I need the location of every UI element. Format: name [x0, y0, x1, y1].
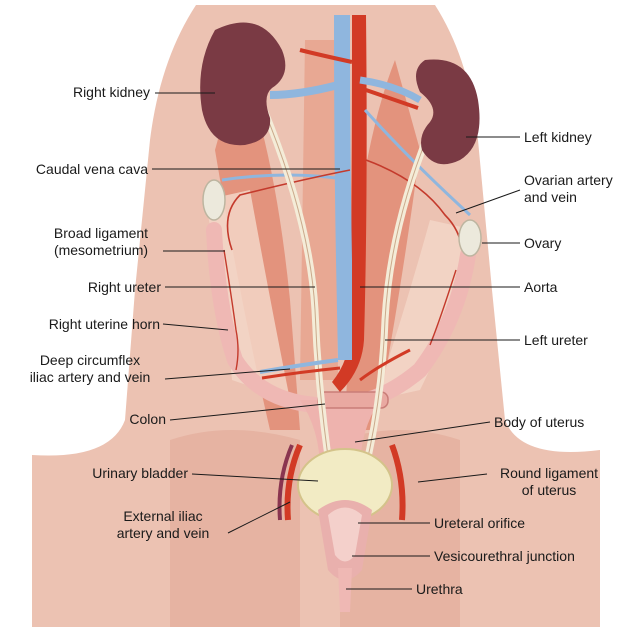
label-deep-circumflex-line1: Deep circumflex — [15, 352, 165, 369]
label-urethra: Urethra — [416, 581, 463, 598]
label-round-ligament-line1: Round ligament — [490, 465, 608, 482]
label-urinary-bladder: Urinary bladder — [20, 465, 188, 482]
urethra-tube — [338, 568, 352, 612]
label-body-of-uterus: Body of uterus — [494, 414, 584, 431]
label-aorta: Aorta — [524, 279, 557, 296]
label-left-ureter: Left ureter — [524, 332, 588, 349]
label-external-iliac-line1: External iliac — [100, 508, 226, 525]
label-round-ligament: Round ligament of uterus — [490, 465, 608, 499]
label-round-ligament-line2: of uterus — [490, 482, 608, 499]
label-external-iliac: External iliac artery and vein — [100, 508, 226, 542]
label-colon: Colon — [60, 411, 166, 428]
label-caudal-vena-cava: Caudal vena cava — [0, 161, 148, 178]
label-vesicourethral-junction: Vesicourethral junction — [434, 548, 575, 565]
label-right-kidney: Right kidney — [20, 84, 150, 101]
label-right-uterine-horn: Right uterine horn — [0, 316, 160, 333]
label-external-iliac-line2: artery and vein — [100, 525, 226, 542]
right-ovary-shape — [203, 180, 225, 220]
label-ovarian-line2: and vein — [524, 189, 613, 206]
label-ovarian-artery: Ovarian artery and vein — [524, 172, 613, 206]
label-broad-ligament-line1: Broad ligament — [40, 225, 162, 242]
label-left-kidney: Left kidney — [524, 129, 592, 146]
label-deep-circumflex: Deep circumflex iliac artery and vein — [15, 352, 165, 386]
label-broad-ligament-line2: (mesometrium) — [40, 242, 162, 259]
label-right-ureter: Right ureter — [20, 279, 161, 296]
label-deep-circumflex-line2: iliac artery and vein — [15, 369, 165, 386]
left-ovary-shape — [459, 220, 481, 256]
label-broad-ligament: Broad ligament (mesometrium) — [40, 225, 162, 259]
label-ureteral-orifice: Ureteral orifice — [434, 515, 525, 532]
label-ovary: Ovary — [524, 235, 561, 252]
label-ovarian-line1: Ovarian artery — [524, 172, 613, 189]
